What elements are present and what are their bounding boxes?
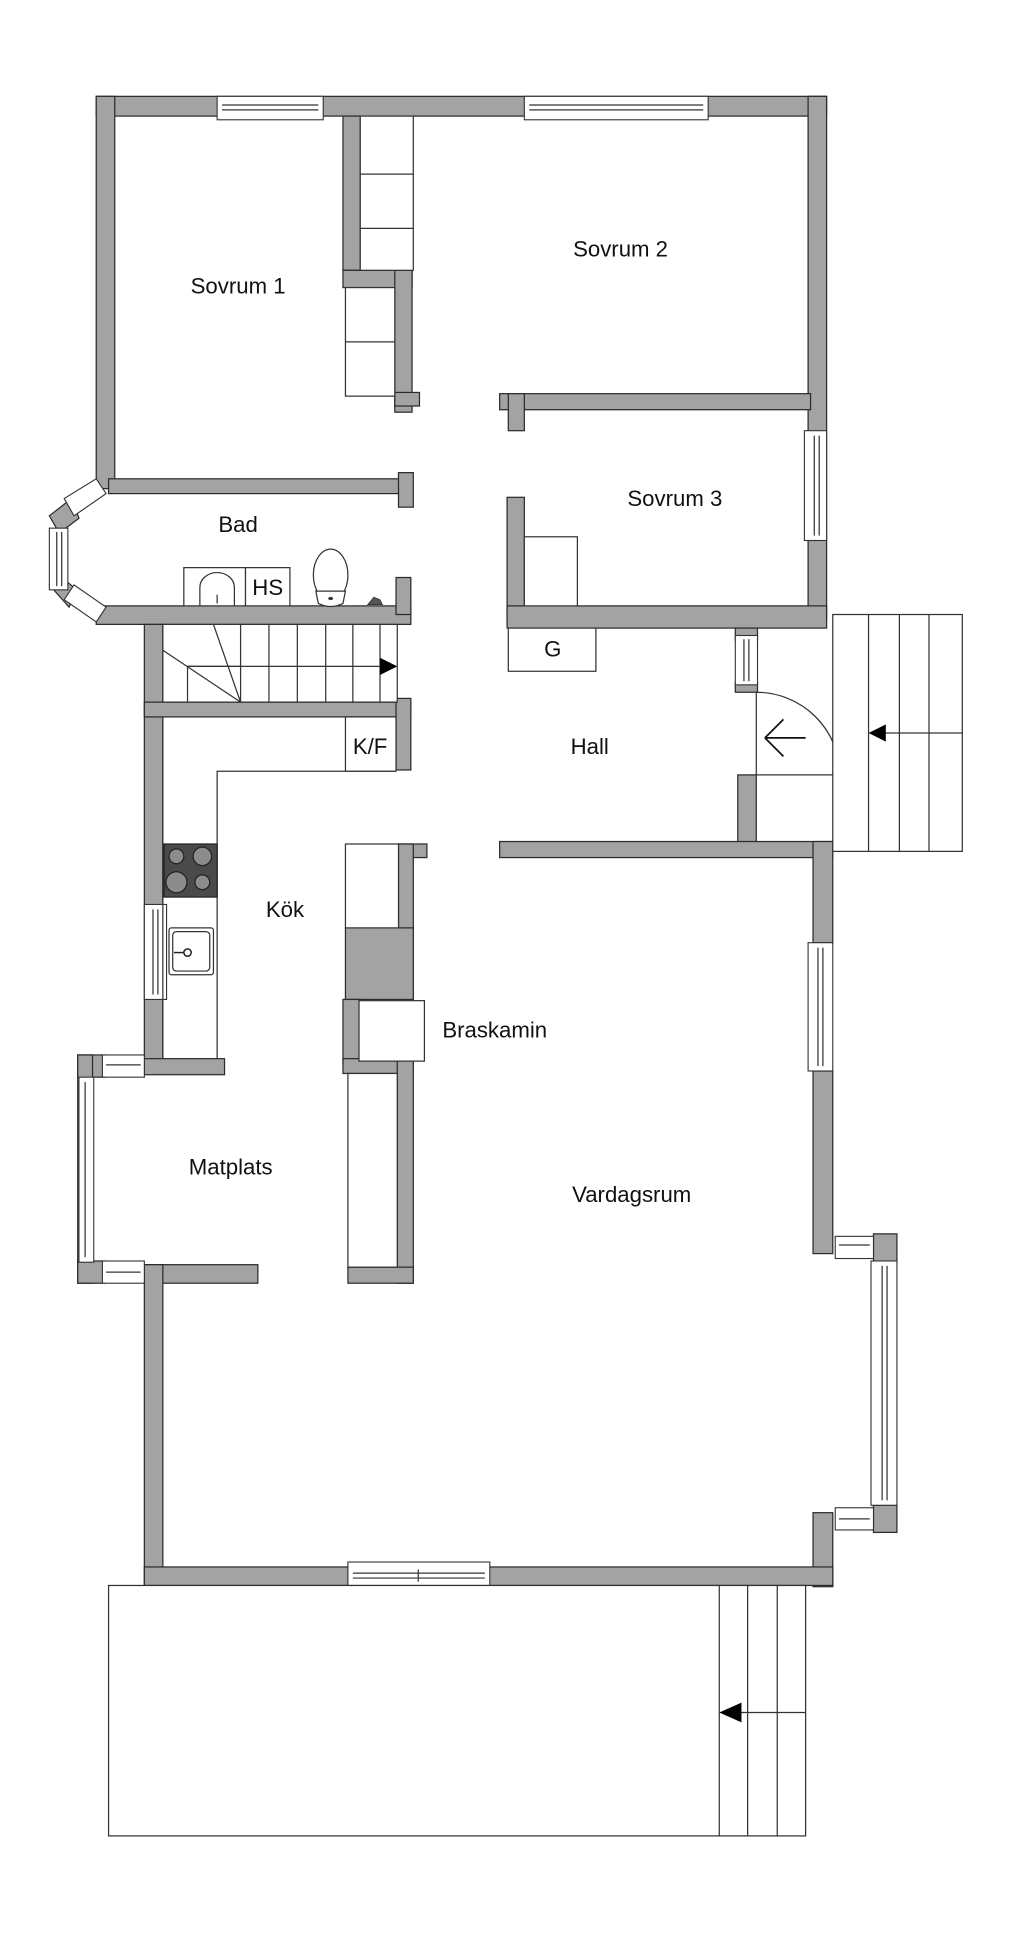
storage-cabinet <box>347 1072 398 1268</box>
terrace-arrow-left-icon <box>719 1702 742 1723</box>
room-label-sovrum1: Sovrum 1 <box>191 274 286 299</box>
entry-arrow-left-icon <box>764 718 806 758</box>
windows <box>48 95 898 1587</box>
fixture-g-label: G <box>544 636 561 661</box>
kitchen-counter: K/F <box>162 716 397 1059</box>
entrance-steps <box>832 613 963 853</box>
room-label-kok: Kök <box>266 897 305 922</box>
room-label-sovrum3: Sovrum 3 <box>627 486 722 511</box>
wardrobe-sovrum3 <box>523 536 579 607</box>
room-label-sovrum2: Sovrum 2 <box>573 237 668 262</box>
kitchen-sink-icon <box>168 927 215 976</box>
room-labels: Sovrum 1 Sovrum 2 Sovrum 3 Bad Hall Kök … <box>189 237 723 1207</box>
room-label-vardagsrum: Vardagsrum <box>572 1182 691 1207</box>
faucet-icon <box>366 596 384 606</box>
fixture-g: G <box>507 627 597 672</box>
fixture-kf-label: K/F <box>353 734 388 759</box>
room-label-hall: Hall <box>571 734 609 759</box>
wardrobe-lower <box>344 286 396 397</box>
fixture-hs-label: HS <box>252 575 283 600</box>
room-label-braskamin: Braskamin <box>442 1018 547 1043</box>
room-label-bad: Bad <box>218 512 257 537</box>
wardrobe-upper <box>359 115 414 271</box>
walls <box>48 95 898 1588</box>
toilet-icon <box>312 548 349 608</box>
stair-arrow-left-icon <box>868 724 886 742</box>
stove-icon <box>163 843 218 898</box>
room-label-matplats: Matplats <box>189 1155 273 1180</box>
entrance-door <box>755 691 841 776</box>
stair-arrow-right-icon <box>379 657 398 675</box>
kitchen-cabinet <box>344 843 400 929</box>
fireplace-box <box>358 1000 426 1062</box>
bathroom-sink <box>183 567 247 607</box>
fixture-hs: HS <box>244 567 291 607</box>
terrace <box>107 1584 807 1837</box>
internal-staircase <box>162 623 398 703</box>
